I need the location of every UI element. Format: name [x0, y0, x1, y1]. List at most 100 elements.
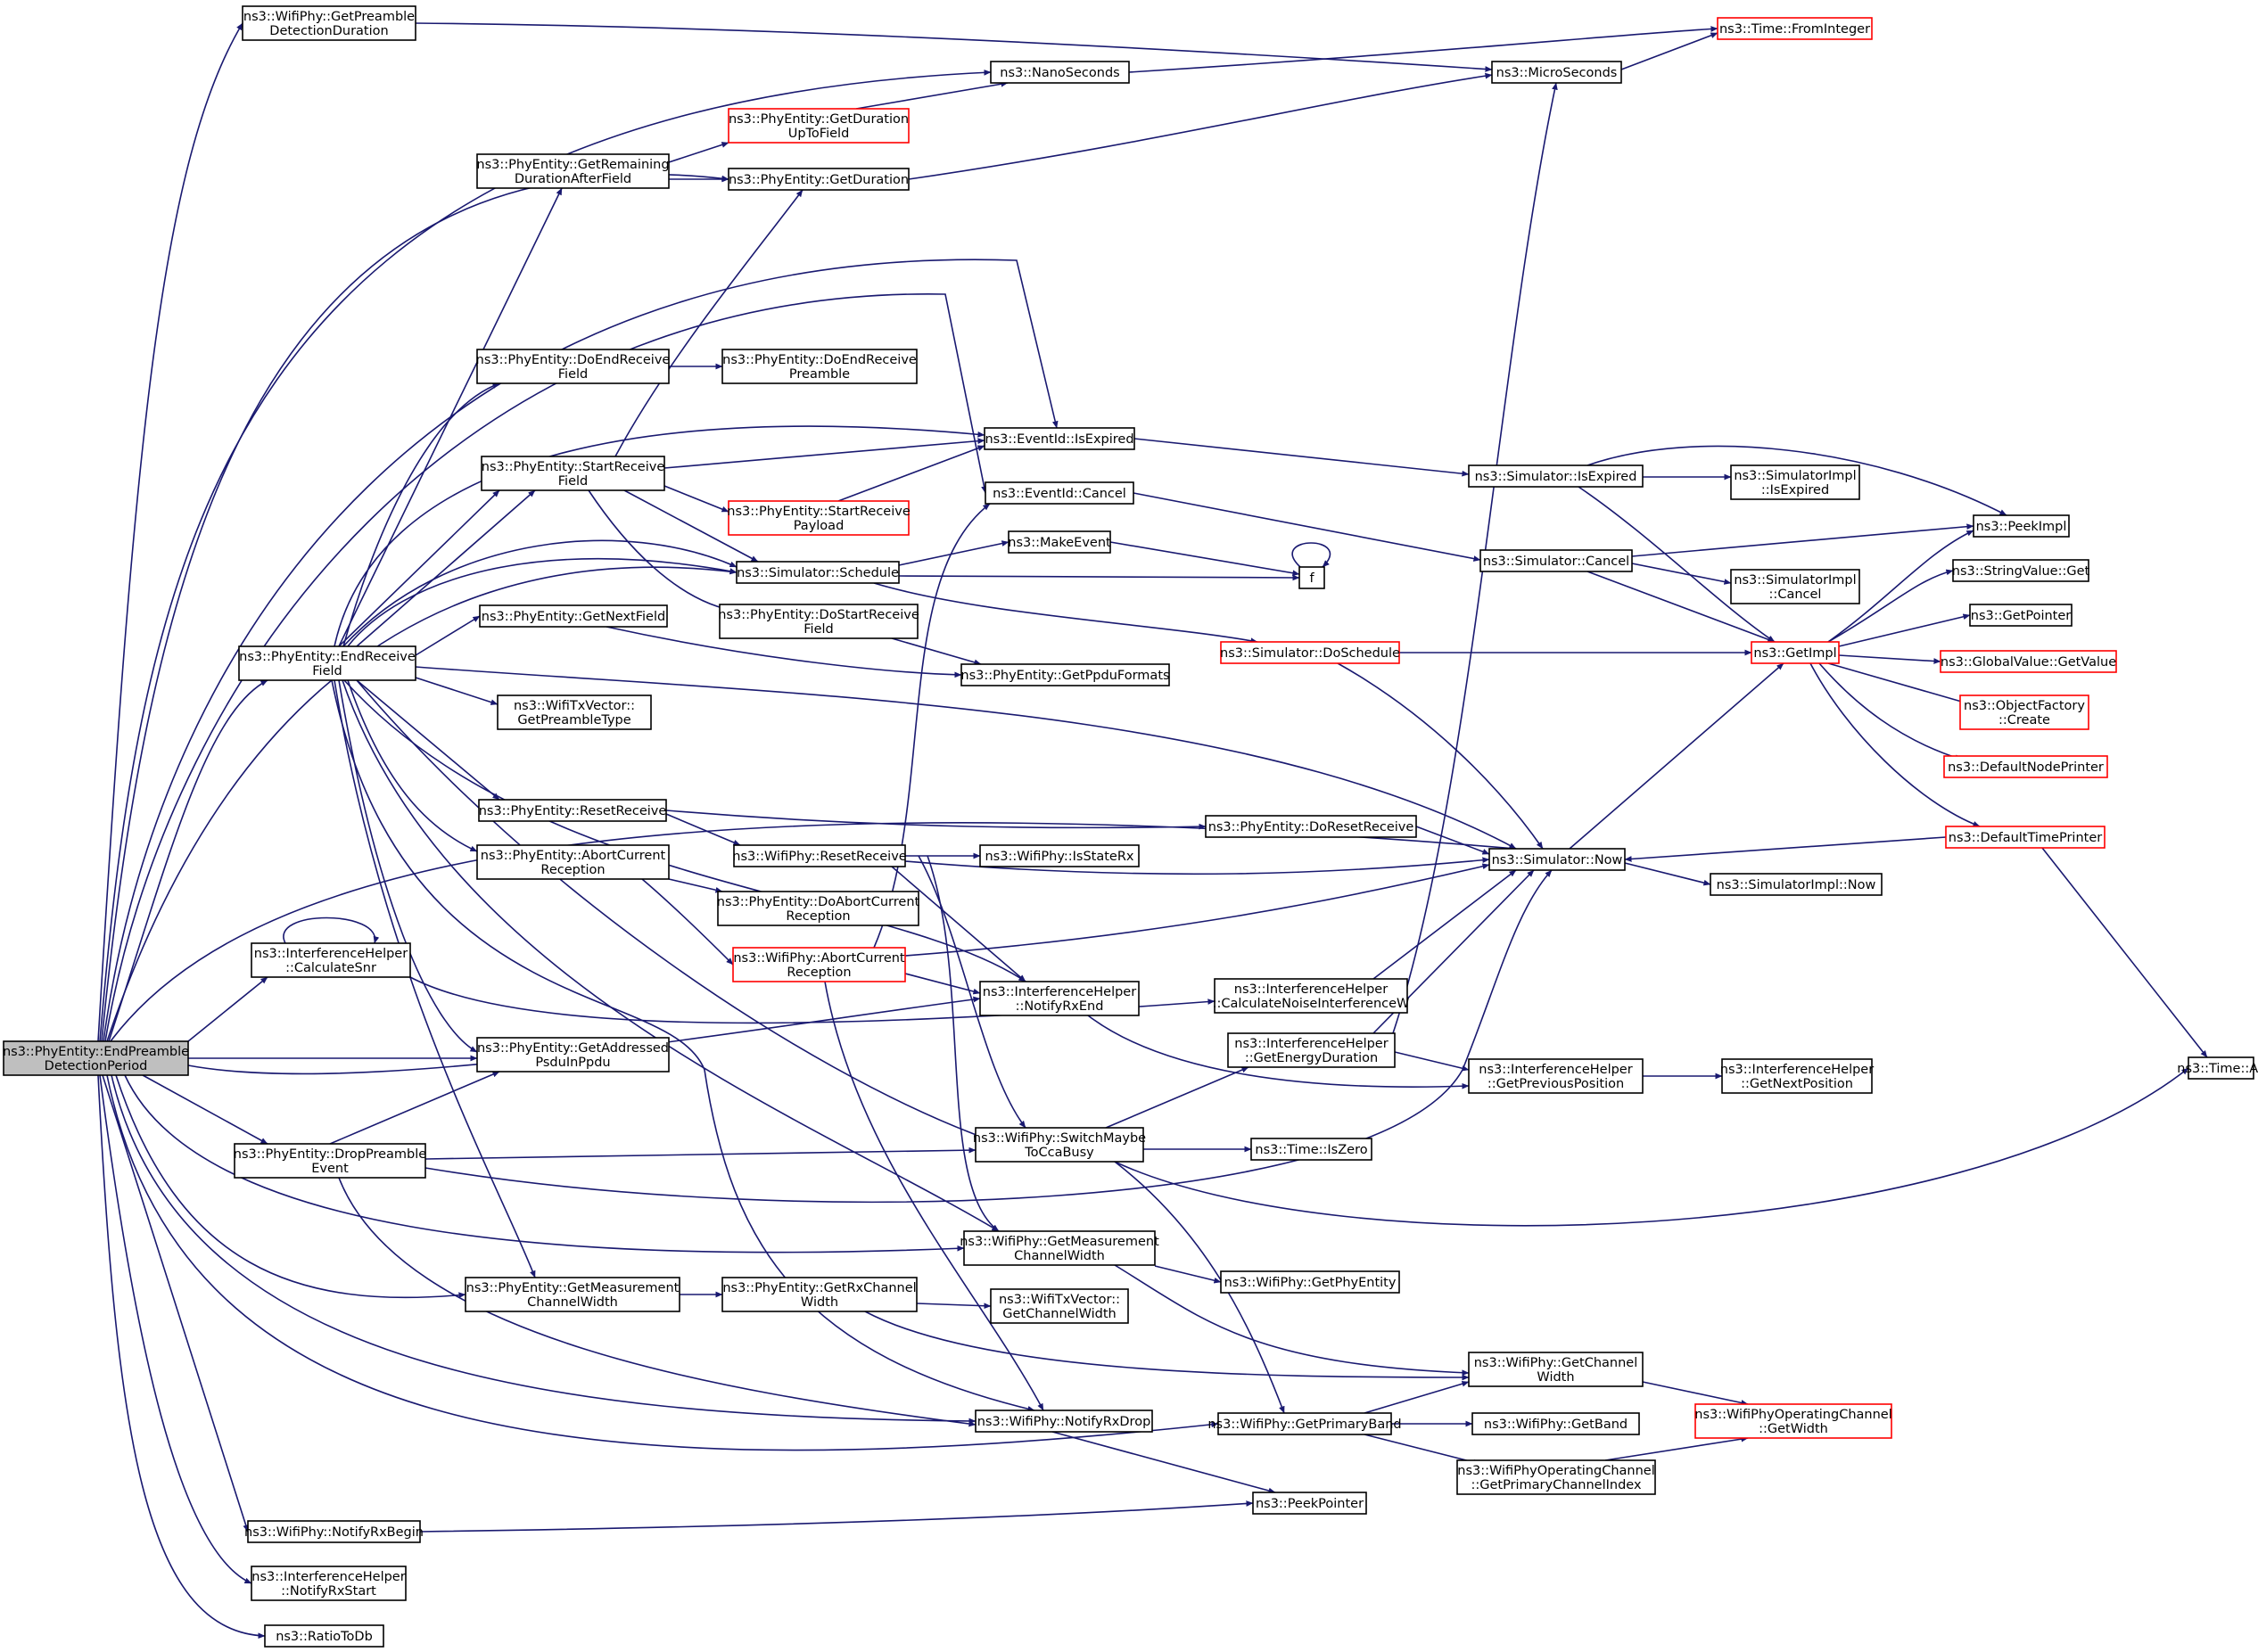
function-node-box: [1710, 873, 1883, 896]
function-node-DefaultNodePrinter[interactable]: ns3::DefaultNodePrinter: [1943, 755, 2108, 778]
function-node-PhyResetReceive[interactable]: ns3::PhyEntity::ResetReceive: [478, 799, 667, 822]
call-edge-PhyAbortCurrent-to-DoAbortCurrent: [668, 878, 723, 893]
function-node-MakeEvent[interactable]: ns3::MakeEvent: [1008, 530, 1111, 554]
function-node-label: ns3::PhyEntity::GetNextField: [482, 610, 665, 624]
function-node-label: ns3::WifiPhy::GetBand: [1484, 1418, 1628, 1432]
function-node-NotifyRxEnd[interactable]: ns3::InterferenceHelper::NotifyRxEnd: [979, 981, 1140, 1016]
call-edge-GetPrimaryBand-to-GetPrimaryChIdx: [1364, 1434, 1481, 1466]
function-node-box: [963, 1230, 1156, 1266]
function-node-CalcNoiseInterf[interactable]: ns3::InterferenceHelper::CalculateNoiseI…: [1213, 978, 1410, 1014]
function-node-root[interactable]: ns3::PhyEntity::EndPreambleDetectionPeri…: [3, 1040, 189, 1076]
function-node-label: ns3::WifiPhy::GetPhyEntity: [1224, 1276, 1397, 1290]
function-node-GetNextField[interactable]: ns3::PhyEntity::GetNextField: [479, 604, 668, 628]
call-edge-WifiResetReceive-to-WifiGetMeasCW: [927, 855, 1000, 1232]
function-node-GlobalValueGet[interactable]: ns3::GlobalValue::GetValue: [1940, 650, 2117, 673]
call-edge-GetImpl-to-PeekImpl: [1827, 530, 1974, 643]
function-node-NanoSeconds[interactable]: ns3::NanoSeconds: [990, 61, 1130, 84]
function-node-TimeFromInteger[interactable]: ns3::Time::FromInteger: [1717, 17, 1873, 40]
function-node-box: [733, 844, 906, 867]
function-node-box: [476, 153, 670, 189]
function-node-label: ::GetEnergyDuration: [1245, 1051, 1378, 1065]
function-node-box: [732, 947, 906, 982]
call-edge-root-to-NotifyRxDrop: [111, 1074, 977, 1425]
call-edge-StartRecvField-to-StartRecvPayload: [663, 485, 729, 513]
function-node-WifiGetCW[interactable]: ns3::WifiPhy::GetChannelWidth: [1468, 1352, 1644, 1387]
function-node-GetPreambleDetDur[interactable]: ns3::WifiPhy::GetPreambleDetectionDurati…: [242, 5, 416, 41]
function-node-IsExpired[interactable]: ns3::EventId::IsExpired: [984, 427, 1135, 450]
function-node-GetPpduFormats[interactable]: ns3::PhyEntity::GetPpduFormats: [960, 663, 1170, 686]
function-node-MicroSeconds[interactable]: ns3::MicroSeconds: [1491, 61, 1622, 84]
call-edge-MicroSeconds-to-TimeFromInteger: [1620, 32, 1718, 70]
function-node-PeekImpl[interactable]: ns3::PeekImpl: [1973, 514, 2070, 538]
function-node-PeekPointer[interactable]: ns3::PeekPointer: [1252, 1492, 1367, 1515]
function-node-label: ns3::MicroSeconds: [1496, 66, 1618, 80]
function-node-GetPreambleType[interactable]: ns3::WifiTxVector::GetPreambleType: [497, 694, 652, 730]
function-node-GetEnergyDuration[interactable]: ns3::InterferenceHelper::GetEnergyDurati…: [1227, 1032, 1396, 1068]
function-node-NotifyRxStart[interactable]: ns3::InterferenceHelper::NotifyRxStart: [251, 1566, 407, 1601]
function-node-SimImplIsExpired[interactable]: ns3::SimulatorImpl::IsExpired: [1730, 464, 1860, 500]
function-node-PhyGetMeasCW[interactable]: ns3::PhyEntity::GetMeasurementChannelWid…: [465, 1277, 680, 1312]
function-node-label: ns3::DefaultNodePrinter: [1948, 760, 2104, 775]
function-node-TxVecGetCW[interactable]: ns3::WifiTxVector::GetChannelWidth: [990, 1288, 1129, 1324]
function-node-GetPhyEntity[interactable]: ns3::WifiPhy::GetPhyEntity: [1220, 1270, 1400, 1294]
function-node-SimIsExpired[interactable]: ns3::Simulator::IsExpired: [1468, 464, 1644, 488]
function-node-SimImplCancel[interactable]: ns3::SimulatorImpl::Cancel: [1730, 569, 1860, 604]
function-node-box: [1220, 1270, 1400, 1294]
call-edge-NotifyRxBegin-to-PeekPointer: [419, 1500, 1254, 1533]
function-node-GetDuration[interactable]: ns3::PhyEntity::GetDuration: [728, 168, 910, 191]
function-node-f[interactable]: f: [1298, 566, 1325, 589]
function-node-GetNextPos[interactable]: ns3::InterferenceHelper::GetNextPosition: [1720, 1058, 1874, 1094]
function-node-SimSchedule[interactable]: ns3::Simulator::Schedule: [736, 561, 900, 584]
function-node-CalculateSnr[interactable]: ns3::InterferenceHelper::CalculateSnr: [251, 942, 411, 978]
function-node-NotifyRxBegin[interactable]: ns3::WifiPhy::NotifyRxBegin: [244, 1520, 424, 1543]
call-edge-GetImpl-to-DefaultTimePrinter: [1809, 662, 1981, 827]
function-node-TimeAs[interactable]: ns3::Time::As: [2177, 1056, 2258, 1080]
call-edge-EndRecvField-to-PhyResetReceive: [356, 679, 500, 801]
function-node-GetPreviousPos[interactable]: ns3::InterferenceHelper::GetPreviousPosi…: [1468, 1058, 1644, 1094]
function-node-OpChanGetWidth[interactable]: ns3::WifiPhyOperatingChannel::GetWidth: [1694, 1403, 1892, 1439]
function-node-DefaultTimePrinter[interactable]: ns3::DefaultTimePrinter: [1945, 826, 2106, 849]
function-node-box: [979, 844, 1140, 867]
call-edge-EndRecvField-to-SimSchedule: [347, 557, 738, 647]
function-node-GetPointer[interactable]: ns3::GetPointer: [1969, 604, 2073, 627]
function-node-TimeIsZero[interactable]: ns3::Time::IsZero: [1250, 1138, 1372, 1161]
function-node-label: ns3::PhyEntity::DoEndReceive: [476, 353, 671, 367]
function-node-ObjFactoryCreate[interactable]: ns3::ObjectFactory::Create: [1959, 694, 2089, 730]
function-node-IsStateRx[interactable]: ns3::WifiPhy::IsStateRx: [979, 844, 1140, 867]
function-node-GetPrimaryBand[interactable]: ns3::WifiPhy::GetPrimaryBand: [1207, 1412, 1402, 1435]
function-node-GetPrimaryChIdx[interactable]: ns3::WifiPhyOperatingChannel::GetPrimary…: [1456, 1459, 1656, 1495]
function-node-DoSchedule[interactable]: ns3::Simulator::DoSchedule: [1220, 641, 1400, 664]
function-node-EvCancel[interactable]: ns3::EventId::Cancel: [985, 481, 1134, 505]
function-node-SimCancel[interactable]: ns3::Simulator::Cancel: [1479, 549, 1633, 572]
function-node-SimImplNow[interactable]: ns3::SimulatorImpl::Now: [1710, 873, 1883, 896]
function-node-box: [234, 1143, 426, 1179]
function-node-DoResetReceive[interactable]: ns3::PhyEntity::DoResetReceive: [1205, 815, 1417, 838]
function-node-SimNow[interactable]: ns3::Simulator::Now: [1488, 848, 1626, 871]
function-node-StringValueGet[interactable]: ns3::StringValue::Get: [1952, 559, 2090, 582]
function-node-GetRemaining[interactable]: ns3::PhyEntity::GetRemainingDurationAfte…: [476, 153, 670, 189]
function-node-GetImpl[interactable]: ns3::GetImpl: [1751, 641, 1840, 664]
function-node-NotifyRxDrop[interactable]: ns3::WifiPhy::NotifyRxDrop: [975, 1410, 1153, 1433]
function-node-label: ns3::WifiPhy::GetMeasurement: [960, 1235, 1159, 1249]
function-node-box: [2188, 1056, 2254, 1080]
function-node-WifiResetReceive[interactable]: ns3::WifiPhy::ResetReceive: [732, 844, 907, 867]
function-node-RatioToDb[interactable]: ns3::RatioToDb: [264, 1624, 384, 1648]
function-node-box: [481, 456, 665, 491]
call-edge-SimNow-to-GetImpl: [1569, 662, 1784, 850]
function-node-GetBand[interactable]: ns3::WifiPhy::GetBand: [1471, 1412, 1640, 1435]
